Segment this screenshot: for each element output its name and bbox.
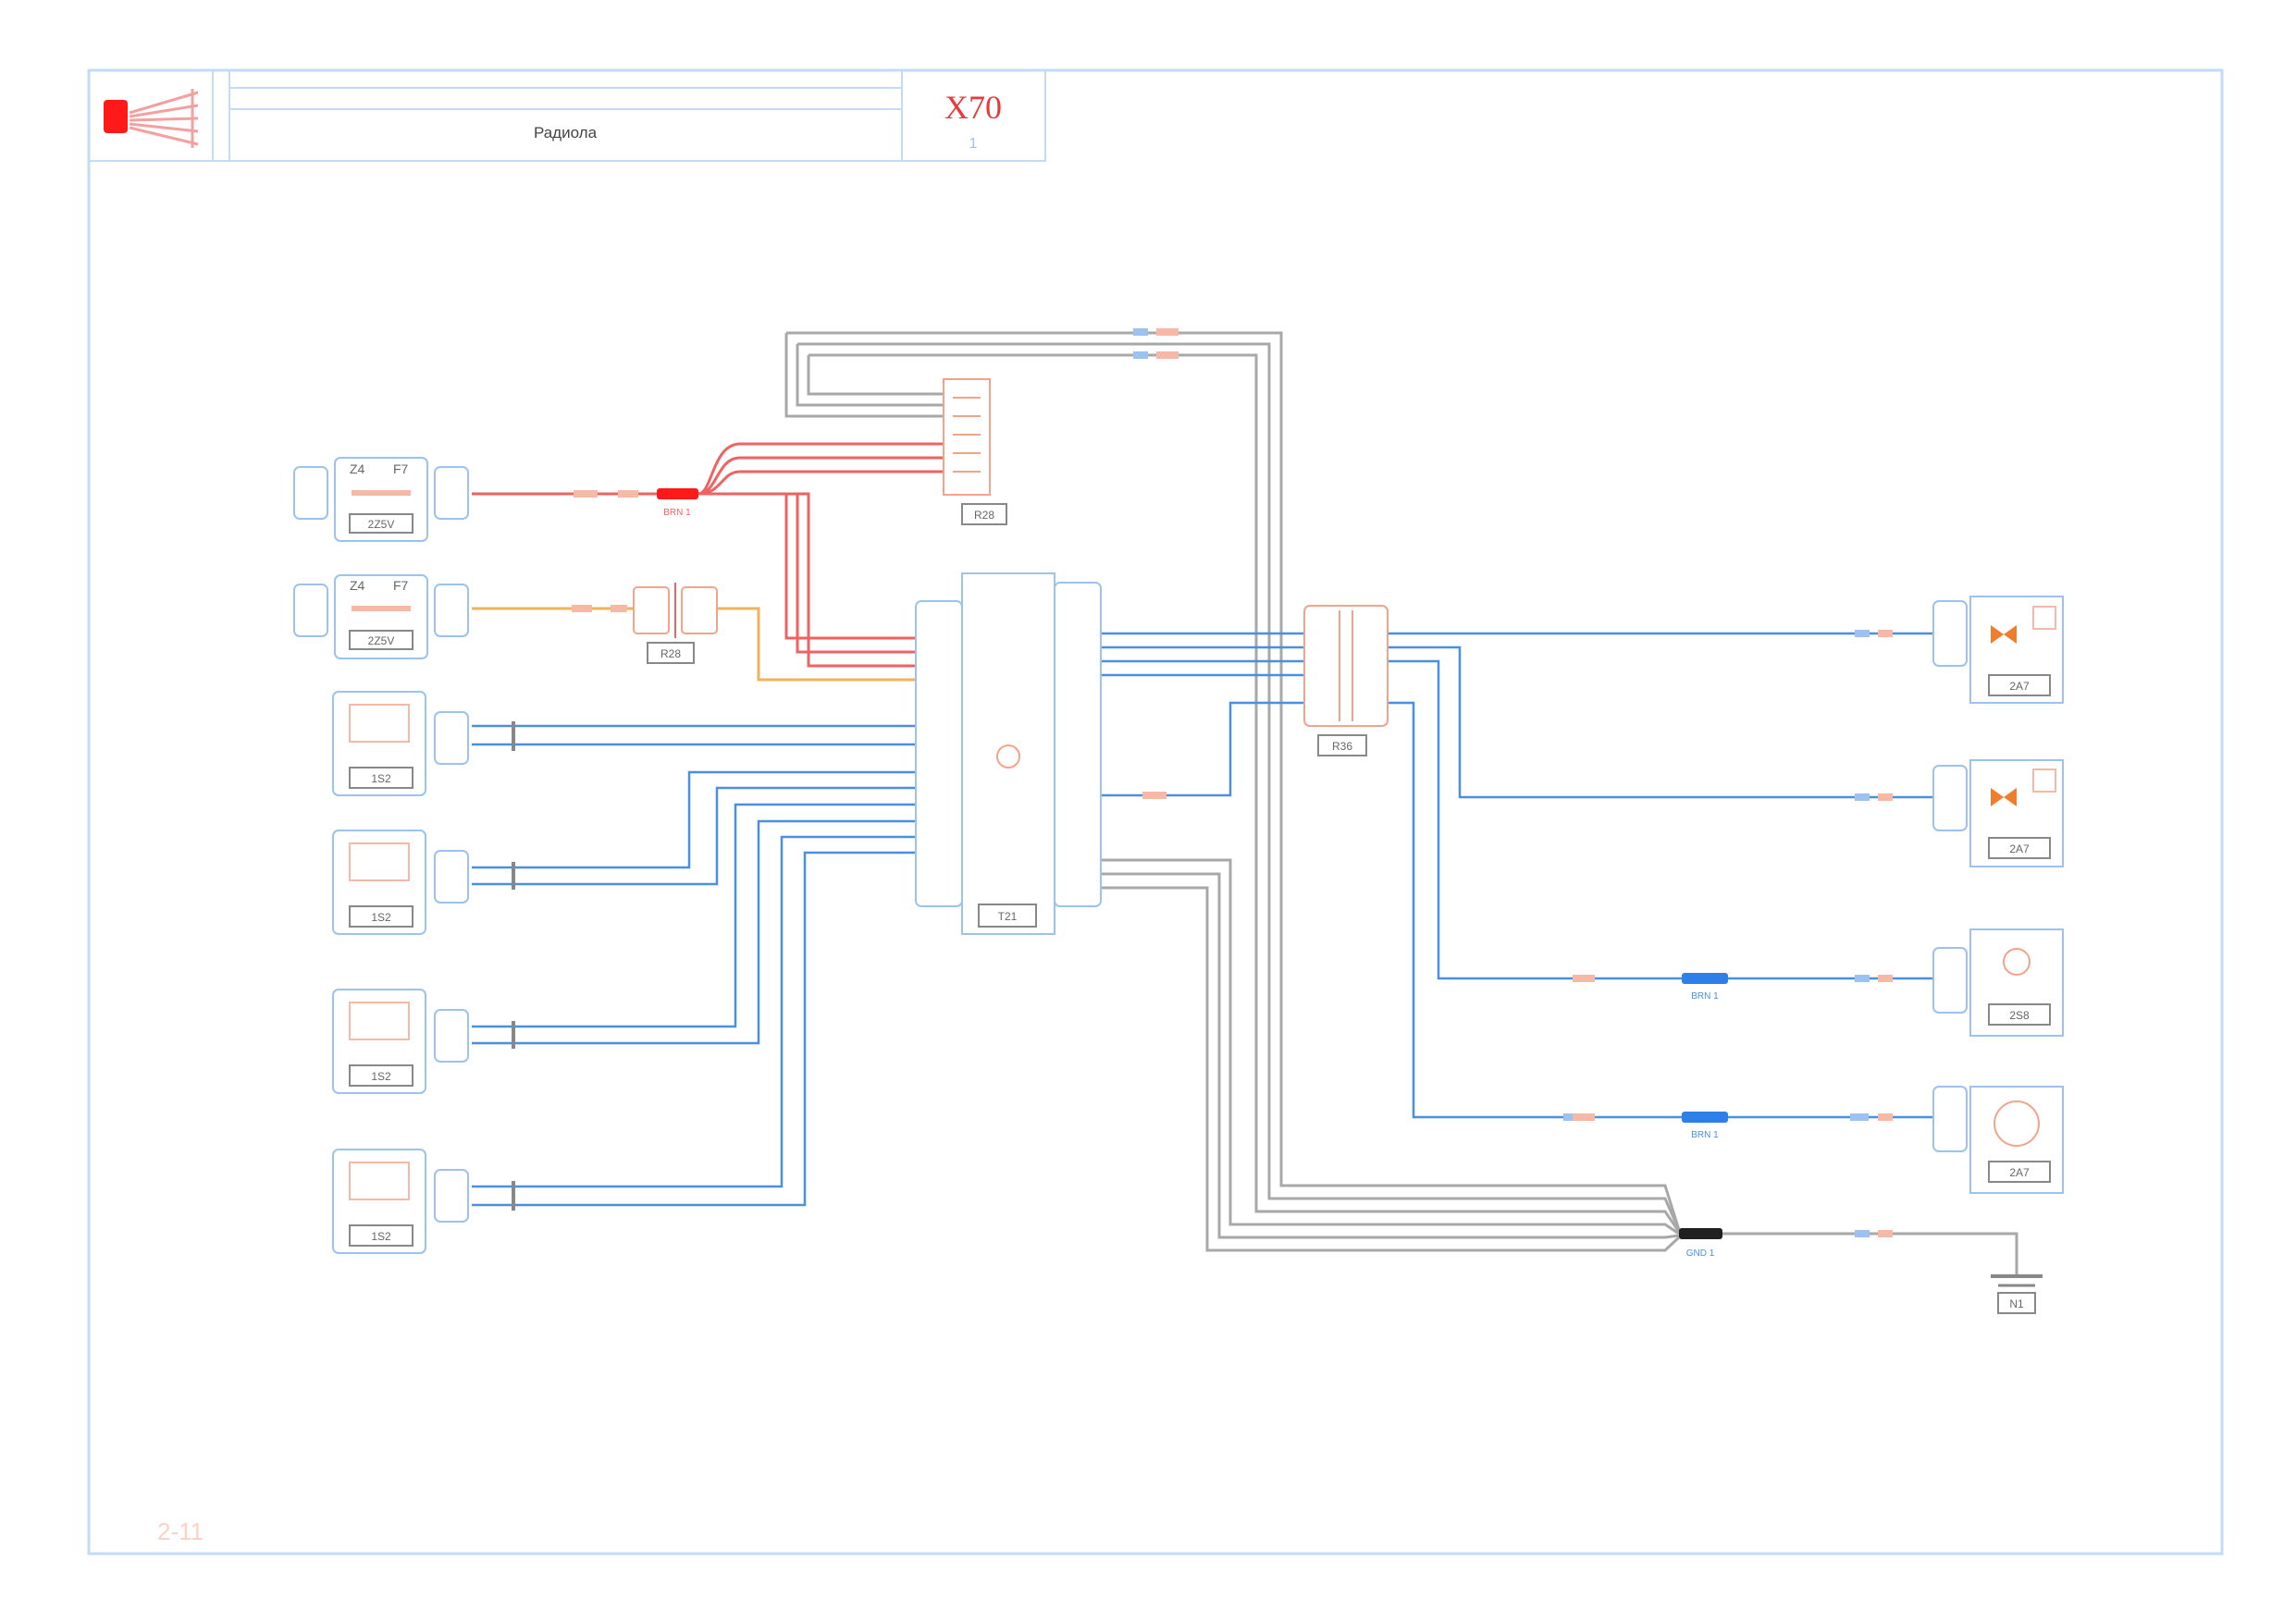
black-splice: GND 1 (1679, 1228, 1722, 1259)
svg-text:2Z5V: 2Z5V (368, 518, 395, 531)
svg-text:F7: F7 (393, 461, 409, 476)
svg-text:F7: F7 (393, 578, 409, 593)
svg-text:N1: N1 (2009, 1297, 2024, 1310)
brand-logo (104, 89, 199, 148)
svg-text:2A7: 2A7 (2009, 842, 2030, 855)
svg-text:1S2: 1S2 (371, 1070, 391, 1083)
svg-text:Z4: Z4 (350, 578, 365, 593)
blue-wire-bundle (472, 632, 1933, 1207)
right-component-1: 2A7 (1932, 596, 2064, 704)
svg-text:R28: R28 (974, 509, 994, 522)
radio-unit: T21 (915, 572, 1102, 935)
gray-wire-bundle (784, 331, 2018, 1267)
svg-text:BRN 1: BRN 1 (663, 508, 691, 518)
svg-text:2A7: 2A7 (2009, 1166, 2030, 1179)
svg-text:2A7: 2A7 (2009, 680, 2030, 693)
svg-text:1S2: 1S2 (371, 1230, 391, 1243)
svg-text:R36: R36 (1332, 740, 1352, 753)
right-component-4: 2A7 (1932, 1086, 2064, 1194)
svg-text:BRN 1: BRN 1 (1691, 1130, 1719, 1140)
blue-splice-2: BRN 1 (1682, 1112, 1728, 1140)
red-splice-connector: BRN 1 (657, 488, 698, 518)
right-component-2: 2A7 (1932, 759, 2064, 867)
model-code: X70 (944, 89, 1002, 126)
speaker-1: 1S2 (332, 691, 515, 796)
svg-text:1S2: 1S2 (371, 772, 391, 785)
sub-code: 1 (969, 136, 978, 152)
mid-connector: R28 (633, 583, 718, 664)
svg-text:2S8: 2S8 (2009, 1009, 2030, 1022)
blue-splice-1: BRN 1 (1682, 973, 1728, 1002)
junction-block: R36 (1303, 605, 1389, 756)
svg-text:2Z5V: 2Z5V (368, 634, 395, 647)
right-component-3: 2S8 (1932, 928, 2064, 1037)
svg-text:BRN 1: BRN 1 (1691, 991, 1719, 1002)
title-description: Радиола (534, 124, 598, 141)
fuse-box-2: Z4 F7 2Z5V (293, 574, 469, 659)
svg-text:R28: R28 (660, 647, 681, 660)
fuse-box-1: Z4 F7 2Z5V (293, 457, 469, 542)
speaker-2: 1S2 (332, 830, 515, 935)
top-connector: R28 (943, 378, 1007, 525)
orange-wire-bundle (472, 607, 916, 682)
title-block: Радиола X70 1 (88, 69, 1046, 162)
page-number: 2-11 (157, 1518, 204, 1545)
svg-text:1S2: 1S2 (371, 911, 391, 924)
page-frame (87, 68, 2224, 1555)
svg-text:GND 1: GND 1 (1686, 1248, 1715, 1259)
ground-symbol: N1 (1991, 1234, 2043, 1314)
speaker-3: 1S2 (332, 989, 515, 1094)
svg-text:Z4: Z4 (350, 461, 365, 476)
svg-text:T21: T21 (998, 910, 1018, 923)
wire-labels (572, 328, 1893, 1237)
speaker-4: 1S2 (332, 1149, 515, 1254)
